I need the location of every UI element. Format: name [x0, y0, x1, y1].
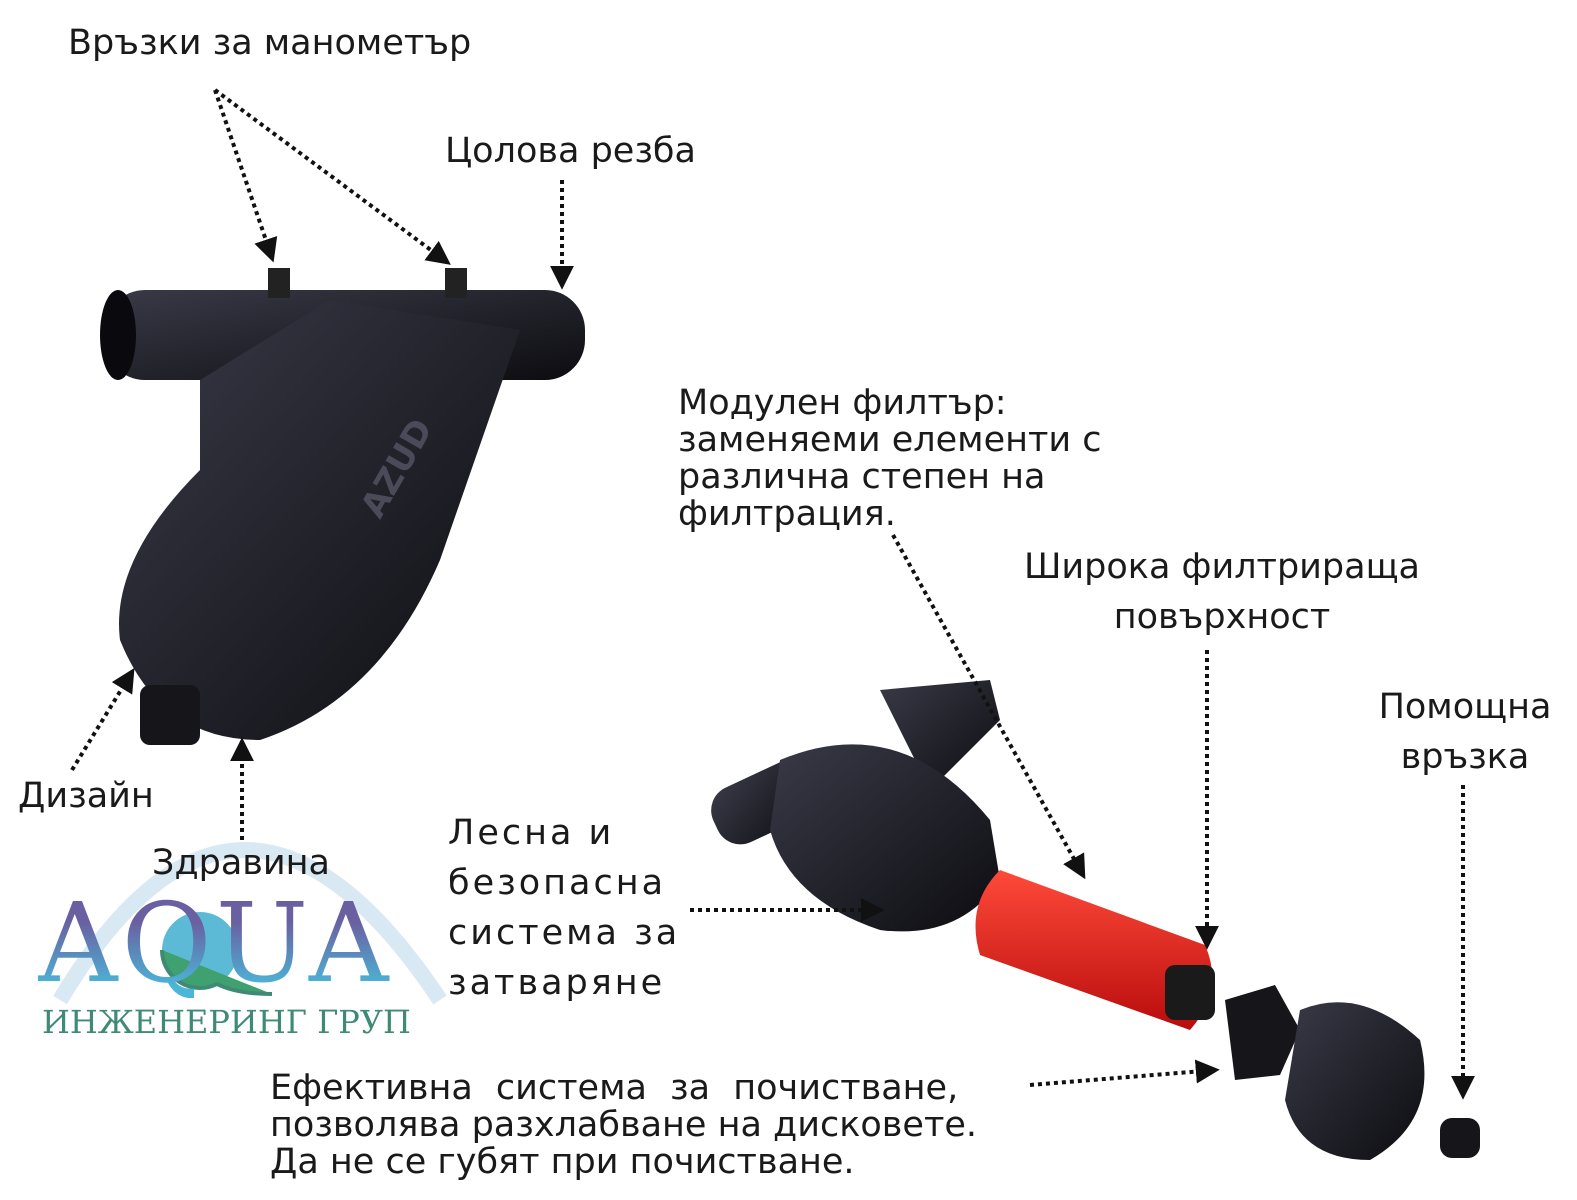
line: Модулен филтър:: [678, 383, 1007, 423]
exploded-filter: [711, 680, 1480, 1160]
label-cleaning-system: Ефективна система за почистване, позволя…: [270, 1070, 977, 1181]
line: Ефективна система за почистване,: [270, 1068, 959, 1108]
logo-subtitle: ИНЖЕНЕРИНГ ГРУП: [42, 1003, 411, 1041]
line: система за: [448, 913, 681, 953]
label-inch-thread: Цолова резба: [445, 131, 696, 171]
logo-drop-tail: [160, 949, 273, 996]
line: заменяеми елементи с: [678, 420, 1102, 460]
label-modular-filter: Модулен филтър: заменяеми елементи с раз…: [678, 385, 1102, 533]
line: Помощна: [1378, 687, 1552, 727]
arrow-gauge-1: [213, 89, 278, 263]
line: Лесна и: [448, 813, 615, 853]
line: позволява разхлабване на дисковете.: [270, 1105, 977, 1145]
filter-element: [975, 870, 1213, 1030]
label-design: Дизайн: [18, 776, 154, 816]
line: филтрация.: [678, 494, 896, 534]
line: връзка: [1400, 737, 1530, 777]
label-gauge-connections: Връзки за манометър: [68, 23, 472, 63]
logo-wordmark: AQUA: [38, 879, 393, 1007]
line: Широка филтрираща: [1024, 547, 1420, 587]
arrow-modular: [891, 534, 1086, 880]
assembled-filter: AZUD: [100, 268, 585, 745]
line: затваряне: [448, 963, 666, 1003]
logo-arc: [53, 842, 447, 1005]
label-wide-surface: Широка филтрираща повърхност: [1012, 542, 1432, 642]
label-aux-connection: Помощна връзка: [1365, 682, 1565, 782]
arrow-gauge-2: [213, 88, 451, 265]
label-closing-system: Лесна и безопасна система за затваряне: [448, 808, 680, 1008]
line: Да не се губят при почистване.: [270, 1142, 855, 1182]
line: различна степен на: [678, 457, 1046, 497]
label-strength: Здравина: [152, 843, 331, 883]
line: безопасна: [448, 863, 667, 903]
line: повърхност: [1113, 597, 1331, 637]
arrow-design: [70, 667, 135, 772]
arrow-cleaning: [1029, 1059, 1220, 1087]
